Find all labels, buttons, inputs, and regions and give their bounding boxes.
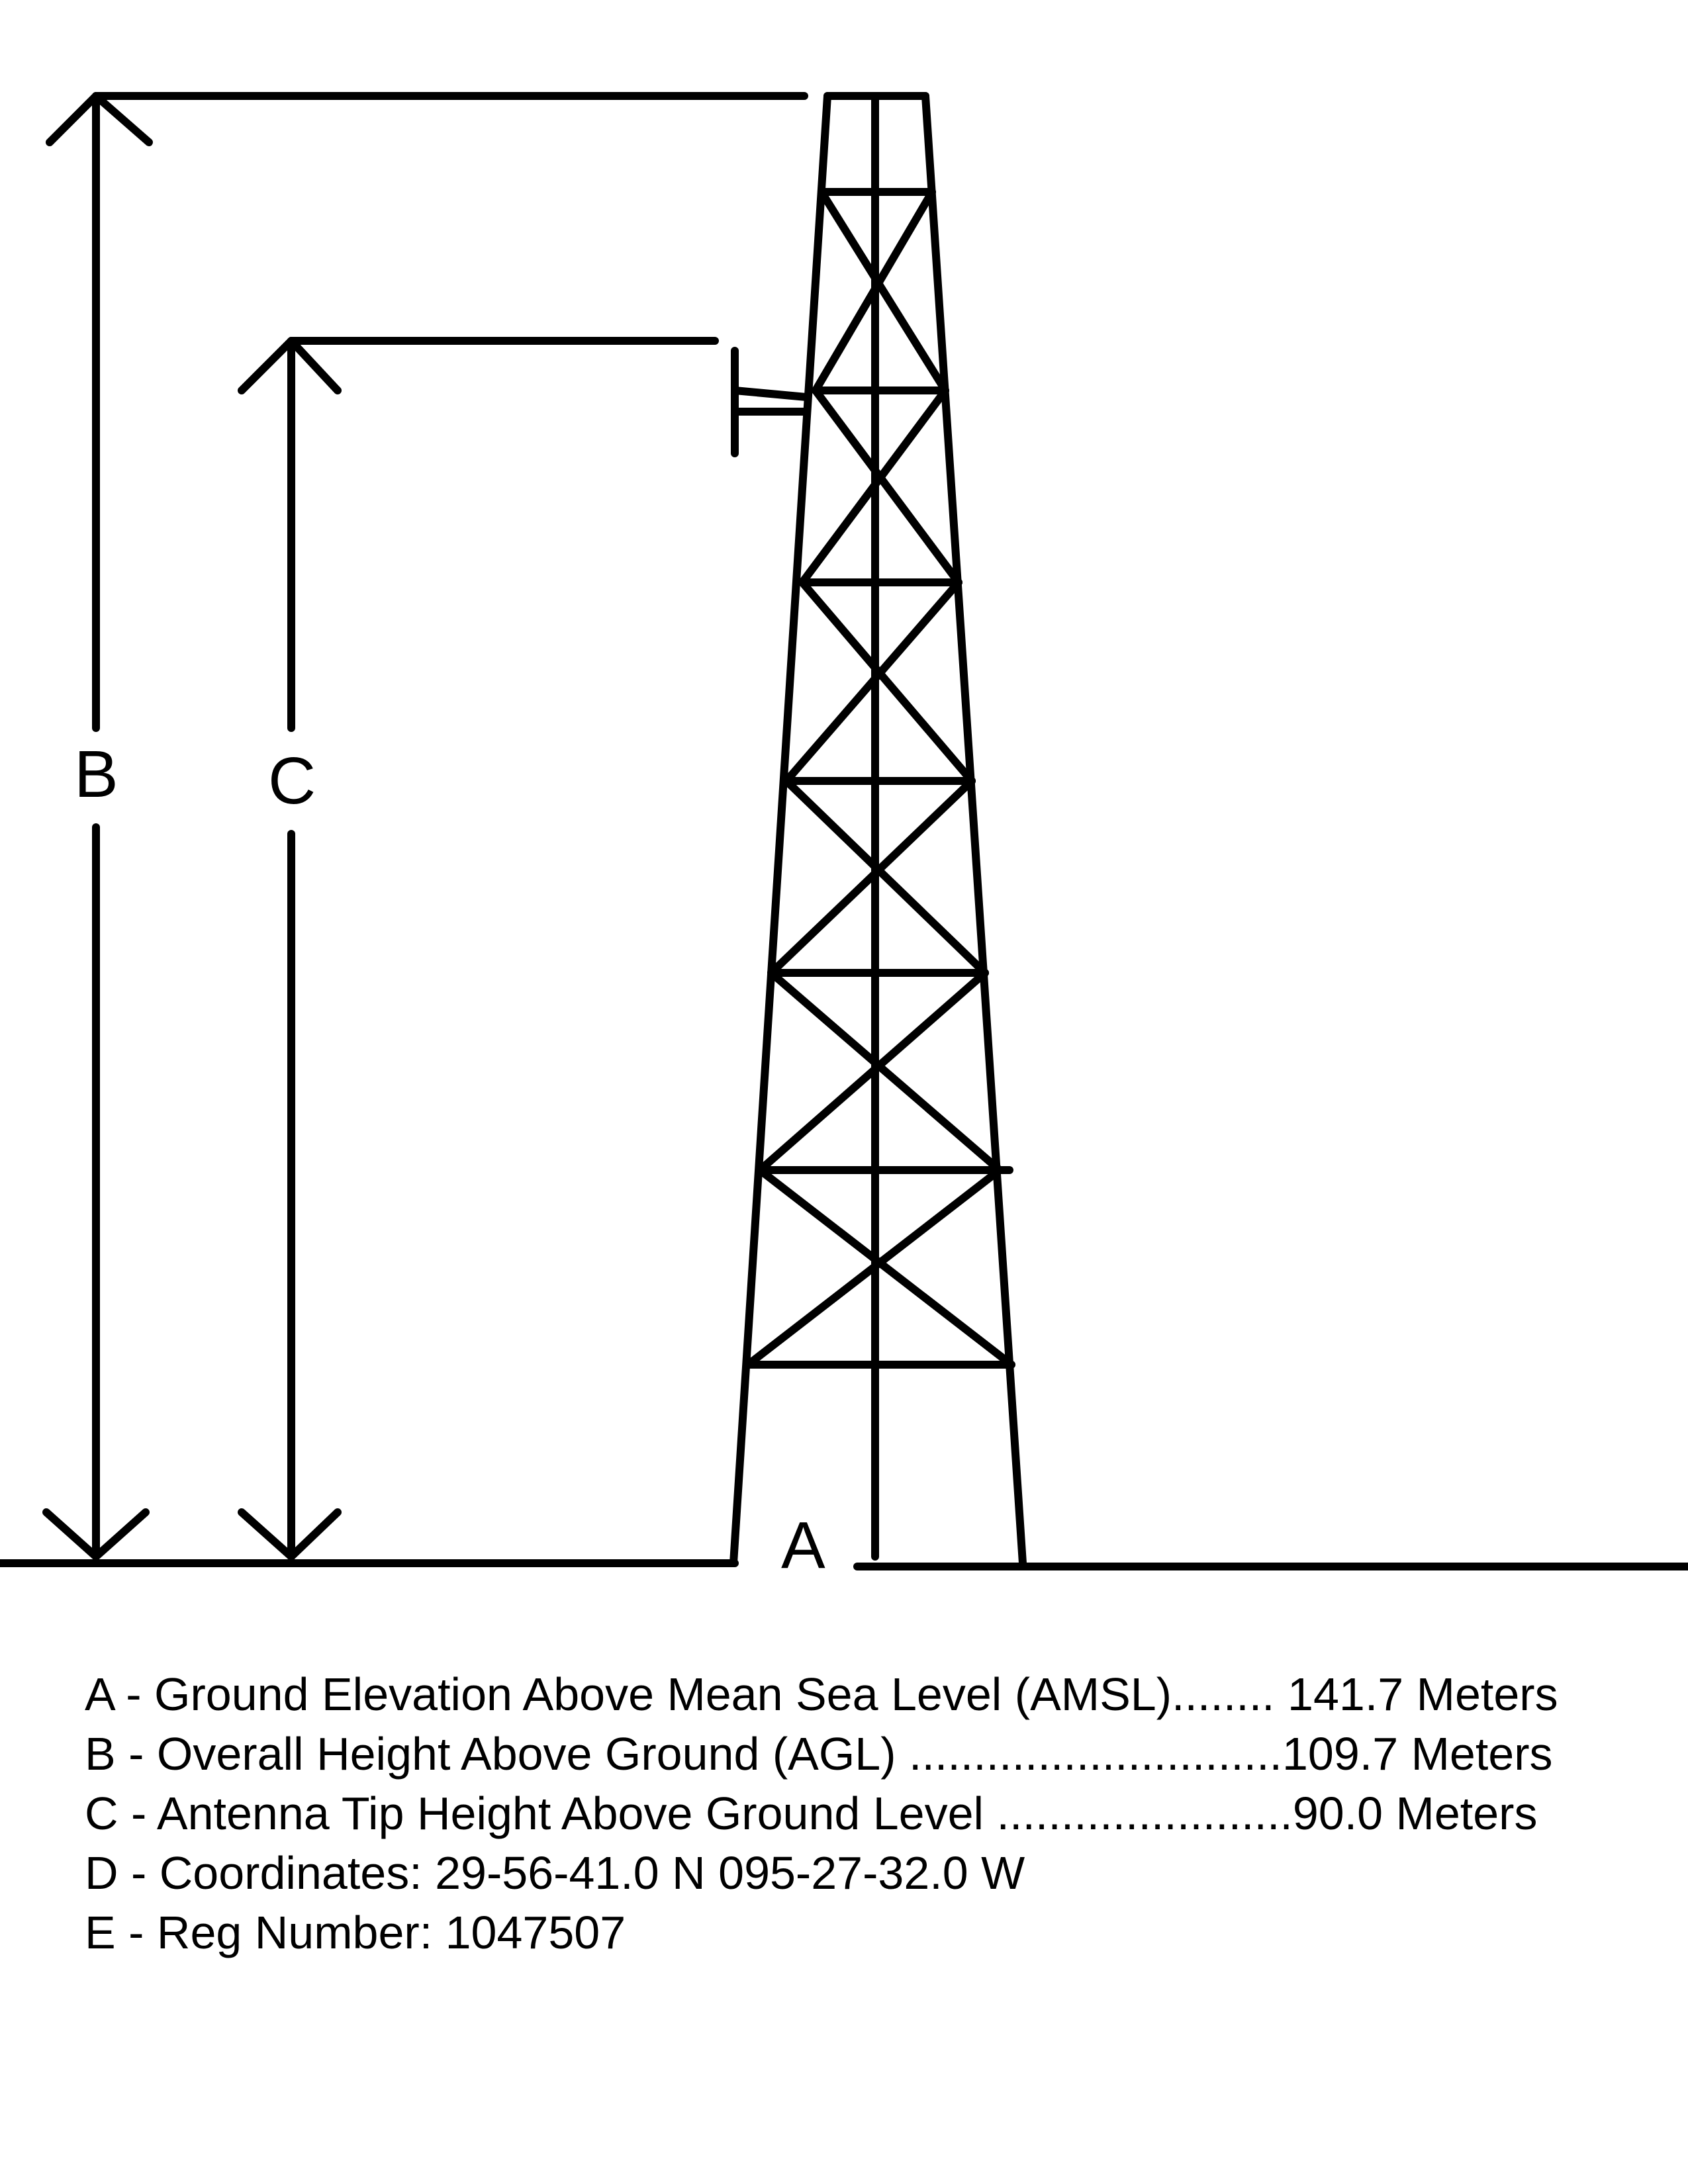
tower-cross-brace [756, 969, 989, 1174]
tower-cross-brace [798, 387, 949, 586]
tower-cross-brace [767, 777, 976, 977]
legend-item-e: E - Reg Number: 1047507 [85, 1907, 626, 1958]
dimension-c-arrow-bottom [238, 1508, 342, 1561]
tower-cross-brace [812, 188, 936, 394]
dimension-b-arrow-top [46, 92, 153, 146]
tower-cross-brace [812, 387, 962, 586]
tower-cross-brace [756, 1166, 1015, 1369]
tower-cross-brace [744, 1166, 1004, 1369]
dimension-b-label: B [74, 737, 118, 811]
legend-item-a: A - Ground Elevation Above Mean Sea Leve… [85, 1668, 1558, 1720]
ground-elevation-label: A [781, 1508, 825, 1582]
legend: A - Ground Elevation Above Mean Sea Leve… [85, 1664, 1673, 1962]
tower-cross-brace [767, 969, 1004, 1174]
dimension-b-arrow-bottom [42, 1508, 150, 1561]
tower-left-leg [729, 92, 831, 1567]
tower-cross-brace [782, 578, 962, 785]
tower-right-leg [921, 92, 1027, 1567]
tower-cross-brace [782, 777, 989, 977]
tower-cross-brace [798, 578, 976, 785]
legend-item-b: B - Overall Height Above Ground (AGL) ..… [85, 1728, 1553, 1780]
dimension-c-arrow-top [238, 337, 342, 394]
dimension-c-label: C [268, 744, 316, 818]
legend-item-c: C - Antenna Tip Height Above Ground Leve… [85, 1788, 1538, 1839]
antenna-mount-upper [731, 387, 810, 401]
tower-cross-brace [818, 188, 949, 394]
legend-item-d: D - Coordinates: 29-56-41.0 N 095-27-32.… [85, 1847, 1025, 1899]
